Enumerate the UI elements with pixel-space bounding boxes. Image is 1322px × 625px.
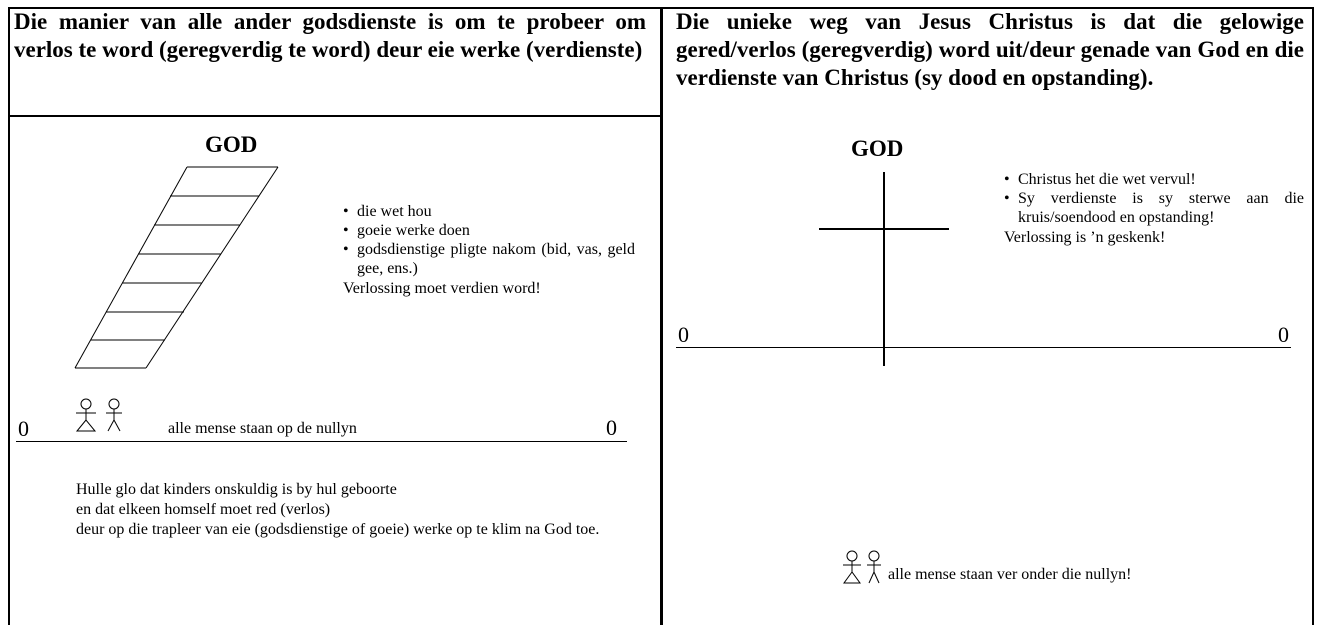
right-note: Verlossing is ’n geskenk! — [1004, 229, 1166, 246]
table-center-divider — [660, 7, 663, 625]
people-figures-icon — [843, 550, 881, 584]
left-zero-line — [16, 441, 627, 442]
right-heading: Die unieke weg van Jesus Christus is dat… — [676, 9, 1304, 90]
bullet-religious-duties: godsdienstige pligte nakom (bid, vas, ge… — [343, 240, 635, 278]
right-people-text: alle mense staan ver onder die nullyn! — [888, 566, 1132, 583]
right-zero-end: 0 — [1278, 322, 1289, 347]
right-zero-line — [676, 347, 1291, 348]
table-right-border — [1312, 7, 1314, 625]
right-god-label: GOD — [851, 136, 904, 161]
left-paragraph-line: deur op die trapleer van eie (godsdienst… — [76, 521, 600, 538]
cropped-text-remnant — [0, 0, 200, 6]
left-heading: Die manier van alle ander godsdienste is… — [14, 9, 646, 62]
table-left-border — [8, 7, 10, 625]
left-bullet-list: die wet hou goeie werke doen godsdiensti… — [343, 202, 635, 298]
ladder-right-rail — [145, 166, 279, 369]
left-baseline-text: alle mense staan op de nullyn — [168, 420, 357, 437]
bullet-christ-merit: Sy verdienste is sy sterwe aan die kruis… — [1004, 189, 1304, 227]
ladder-diagram — [74, 166, 279, 369]
cross-diagram — [819, 172, 949, 366]
right-zero-start: 0 — [678, 322, 689, 347]
left-god-label: GOD — [205, 132, 258, 157]
left-zero-start: 0 — [18, 416, 29, 441]
ladder-left-rail — [74, 166, 188, 369]
left-note: Verlossing moet verdien word! — [343, 280, 541, 297]
left-paragraph-line: en dat elkeen homself moet red (verlos) — [76, 501, 331, 518]
bullet-keep-law: die wet hou — [343, 202, 635, 221]
bullet-christ-fulfilled-law: Christus het die wet vervul! — [1004, 170, 1304, 189]
left-heading-underline — [8, 115, 662, 117]
left-zero-end: 0 — [606, 415, 617, 440]
left-paragraph-line: Hulle glo dat kinders onskuldig is by hu… — [76, 481, 397, 498]
people-figures-icon — [75, 398, 122, 432]
right-bullet-list: Christus het die wet vervul! Sy verdiens… — [1004, 170, 1304, 247]
left-paragraph: Hulle glo dat kinders onskuldig is by hu… — [76, 480, 646, 540]
bullet-good-works: goeie werke doen — [343, 221, 635, 240]
